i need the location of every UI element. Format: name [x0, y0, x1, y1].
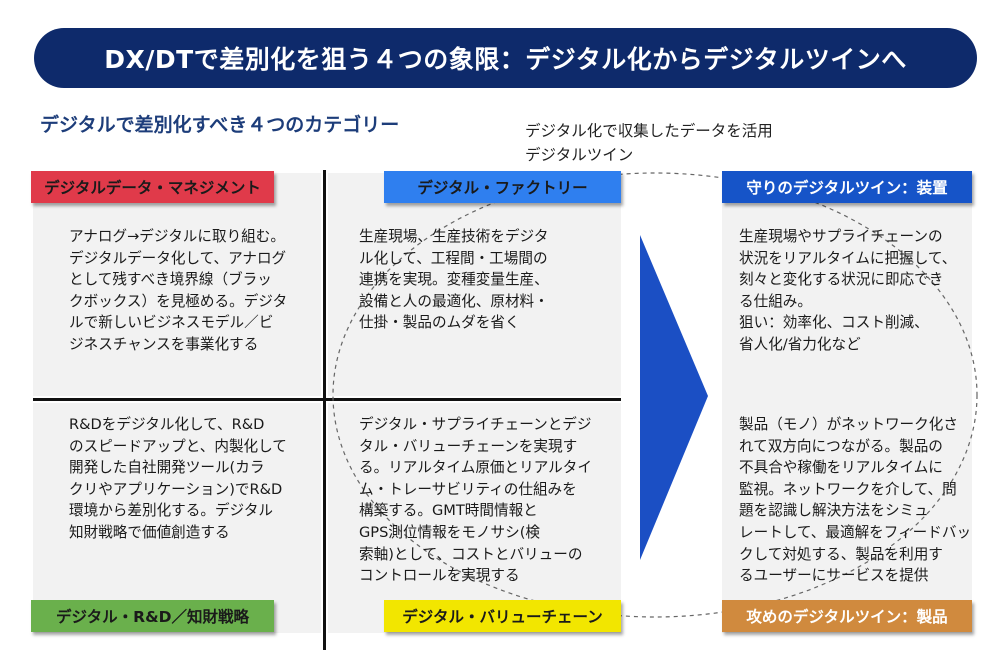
data-management-label: デジタルデータ・マネジメント [31, 171, 274, 203]
offensive-twin-description: 製品（モノ）がネットワーク化さ れて双方向につながる。製品の 不具合や稼働をリア… [739, 416, 972, 585]
page-title: DX/DTで差別化を狙う４つの象限：デジタル化からデジタルツインへ [34, 28, 977, 88]
categories-subtitle: デジタルで差別化すべき４つのカテゴリー [40, 114, 400, 136]
digital-twin-dashed-ellipse [332, 172, 978, 618]
digital-twin-note: デジタル化で収集したデータを活用 デジタルツイン [525, 119, 773, 167]
note-line: デジタル化で収集したデータを活用 [525, 122, 773, 140]
quadrant-bottom-right-panel [328, 403, 621, 633]
quadrant-top-right-panel [328, 173, 621, 396]
quadrant-vertical-divider [323, 170, 326, 650]
rnd-label: デジタル・R&D／知財戦略 [31, 600, 274, 632]
data-management-description: アナログ→デジタルに取り組む。 デジタルデータ化して、アナログ として残すべき境… [69, 228, 288, 353]
defensive-twin-label: 守りのデジタルツイン：装置 [722, 171, 972, 203]
factory-label: デジタル・ファクトリー [384, 171, 621, 203]
offensive-twin-label: 攻めのデジタルツイン：製品 [722, 600, 972, 632]
defensive-twin-description: 生産現場やサプライチェーンの 状況をリアルタイムに把握して、 刻々と変化する状況… [739, 228, 957, 353]
note-line: デジタルツイン [525, 146, 634, 164]
quadrant-top-left-panel [33, 173, 321, 396]
factory-description: 生産現場、生産技術をデジタ ル化して、工程間・工場間の 連携を実現。変種変量生産… [359, 228, 549, 332]
twin-column-panel [722, 173, 972, 633]
quadrant-horizontal-divider [33, 398, 621, 401]
quadrant-bottom-left-panel [33, 403, 321, 633]
value-chain-label: デジタル・バリューチェーン [384, 600, 621, 632]
rnd-description: R&Dをデジタル化して、R&D のスピードアップと、内製化して 開発した自社開発… [69, 416, 287, 541]
value-chain-description: デジタル・サプライチェーンとデジ タル・バリューチェーンを実現す る。リアルタイ… [359, 416, 592, 585]
transition-arrow [640, 235, 708, 560]
